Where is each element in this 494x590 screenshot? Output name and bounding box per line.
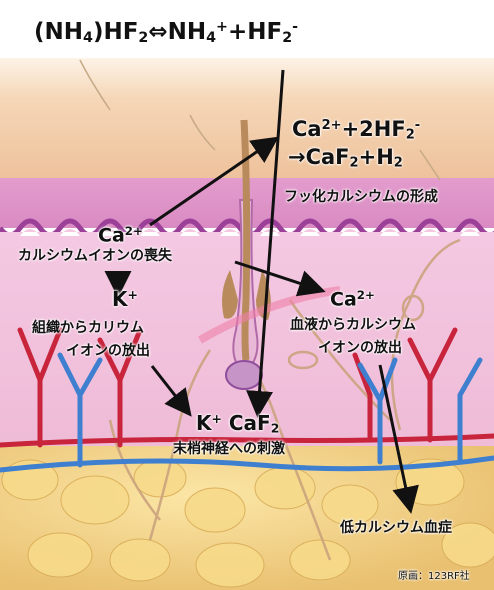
reaction-equation-line1: Ca2++2HF2-	[292, 118, 420, 143]
formation-label: フッ化カルシウムの形成	[284, 190, 438, 205]
reaction-equation-line2: →CaF2+H2	[288, 146, 403, 171]
calcium-ion-label: Ca2+	[98, 225, 143, 246]
calcium-ion-label-2: Ca2+	[330, 289, 375, 310]
blood-release-label-line1: 血液からカルシウム	[290, 318, 416, 333]
potassium-ion-label: K+	[112, 288, 138, 310]
blood-release-label-line2: イオンの放出	[318, 341, 402, 356]
nerve-stimulation-label: 末梢神経への刺激	[173, 442, 285, 457]
hypocalcemia-label: 低カルシウム血症	[340, 521, 452, 536]
calcium-loss-label: カルシウムイオンの喪失	[18, 249, 172, 264]
equilibrium-equation: (NH4)HF2⇔NH4++HF2-	[34, 20, 298, 47]
image-credit: 原画：123RF社	[398, 571, 470, 582]
tissue-release-label-line2: イオンの放出	[66, 344, 150, 359]
tissue-release-label-line1: 組織からカリウム	[32, 321, 144, 336]
k-caf-label: K+ CaF2	[196, 412, 279, 435]
